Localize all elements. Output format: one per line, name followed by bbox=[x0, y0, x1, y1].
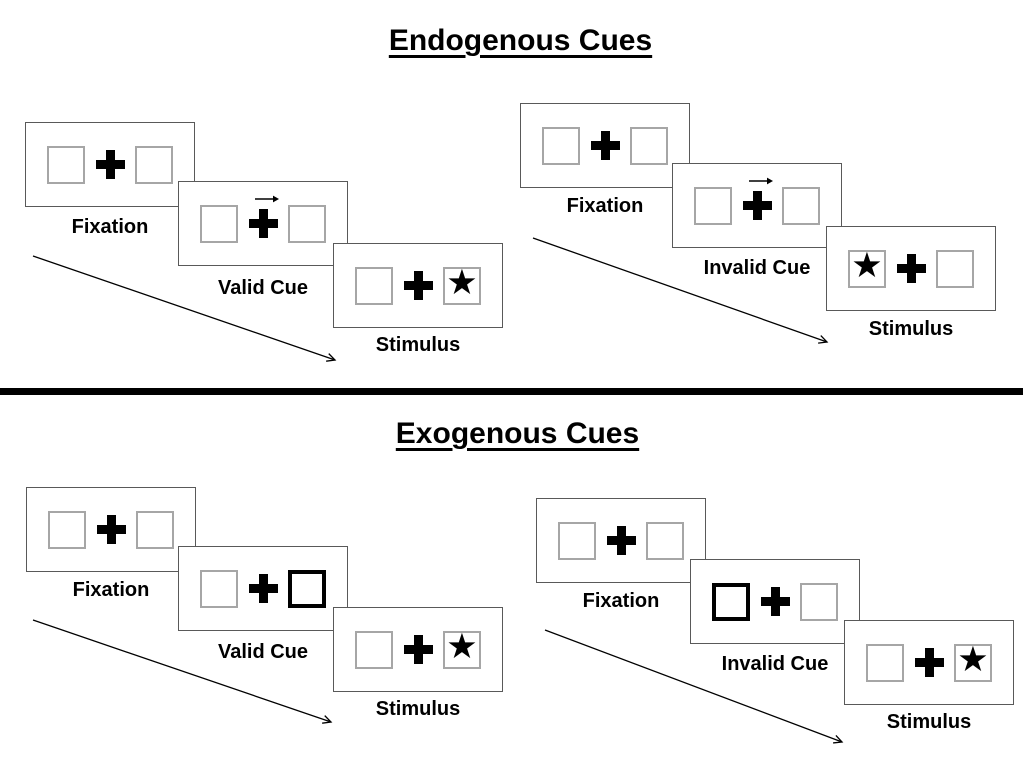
placeholder-box-left bbox=[355, 630, 393, 669]
fixation-cross-icon bbox=[896, 254, 926, 283]
fixation-panel bbox=[536, 498, 706, 583]
stimulus-box-right: ★ bbox=[443, 627, 481, 669]
panel-label-valid-cue: Valid Cue bbox=[217, 277, 309, 299]
cue-box-left bbox=[712, 582, 750, 621]
placeholder-box-left bbox=[200, 569, 238, 608]
placeholder-box-right bbox=[136, 510, 174, 549]
panel-label-fixation: Fixation bbox=[566, 195, 644, 217]
panel-label-stimulus: Stimulus bbox=[886, 711, 972, 733]
placeholder-box-right bbox=[936, 249, 974, 288]
placeholder-box-left bbox=[542, 126, 580, 165]
fixation-panel bbox=[520, 103, 690, 188]
stimulus-box-right: ★ bbox=[443, 263, 481, 305]
panel-label-invalid-cue: Invalid Cue bbox=[721, 653, 829, 675]
placeholder-box-left bbox=[355, 266, 393, 305]
panel-label-stimulus: Stimulus bbox=[868, 318, 954, 340]
cue-box-right bbox=[288, 569, 326, 608]
valid-cue-panel bbox=[178, 546, 348, 631]
fixation-cross-icon bbox=[248, 574, 278, 603]
valid-cue-panel bbox=[178, 181, 348, 266]
section-title-exogenous: Exogenous Cues bbox=[395, 417, 640, 450]
fixation-panel bbox=[26, 487, 196, 572]
fixation-cross-icon bbox=[606, 526, 636, 555]
placeholder-box-left bbox=[48, 510, 86, 549]
placeholder-box-left bbox=[694, 186, 732, 225]
cue-arrow-right-icon bbox=[254, 195, 279, 203]
panel-label-fixation: Fixation bbox=[582, 590, 660, 612]
placeholder-box-right bbox=[646, 521, 684, 560]
panel-label-fixation: Fixation bbox=[71, 216, 149, 238]
placeholder-box-right bbox=[800, 582, 838, 621]
placeholder-box-left bbox=[558, 521, 596, 560]
fixation-cross-icon bbox=[403, 271, 433, 300]
placeholder-box-right bbox=[135, 145, 173, 184]
star-icon: ★ bbox=[446, 627, 478, 667]
fixation-cross-icon bbox=[760, 587, 790, 616]
panel-label-invalid-cue: Invalid Cue bbox=[703, 257, 811, 279]
stimulus-box-right: ★ bbox=[954, 640, 992, 682]
placeholder-box-left bbox=[200, 204, 238, 243]
fixation-cross-icon bbox=[96, 515, 126, 544]
fixation-panel bbox=[25, 122, 195, 207]
fixation-cross-icon bbox=[95, 150, 125, 179]
stimulus-box-left: ★ bbox=[848, 246, 886, 288]
stimulus-panel: ★ bbox=[333, 243, 503, 328]
fixation-cross-icon bbox=[742, 177, 773, 220]
placeholder-box-right bbox=[630, 126, 668, 165]
placeholder-box-left bbox=[866, 643, 904, 682]
placeholder-box-right bbox=[782, 186, 820, 225]
timeline-arrow bbox=[532, 237, 829, 344]
star-icon: ★ bbox=[851, 246, 883, 286]
stimulus-panel: ★ bbox=[826, 226, 996, 311]
stimulus-panel: ★ bbox=[844, 620, 1014, 705]
fixation-cross-icon bbox=[914, 648, 944, 677]
star-icon: ★ bbox=[446, 263, 478, 303]
section-title-endogenous: Endogenous Cues bbox=[388, 24, 653, 57]
timeline-arrow bbox=[32, 619, 333, 724]
stimulus-panel: ★ bbox=[333, 607, 503, 692]
fixation-cross-icon bbox=[403, 635, 433, 664]
star-icon: ★ bbox=[957, 640, 989, 680]
panel-label-stimulus: Stimulus bbox=[375, 334, 461, 356]
panel-label-stimulus: Stimulus bbox=[375, 698, 461, 720]
invalid-cue-panel bbox=[690, 559, 860, 644]
timeline-arrow bbox=[32, 255, 337, 362]
fixation-cross-icon bbox=[590, 131, 620, 160]
placeholder-box-left bbox=[47, 145, 85, 184]
timeline-arrow bbox=[544, 629, 844, 744]
section-divider bbox=[0, 388, 1023, 395]
invalid-cue-panel bbox=[672, 163, 842, 248]
panel-label-valid-cue: Valid Cue bbox=[217, 641, 309, 663]
cue-arrow-right-icon bbox=[748, 177, 773, 185]
panel-label-fixation: Fixation bbox=[72, 579, 150, 601]
placeholder-box-right bbox=[288, 204, 326, 243]
fixation-cross-icon bbox=[248, 195, 279, 238]
